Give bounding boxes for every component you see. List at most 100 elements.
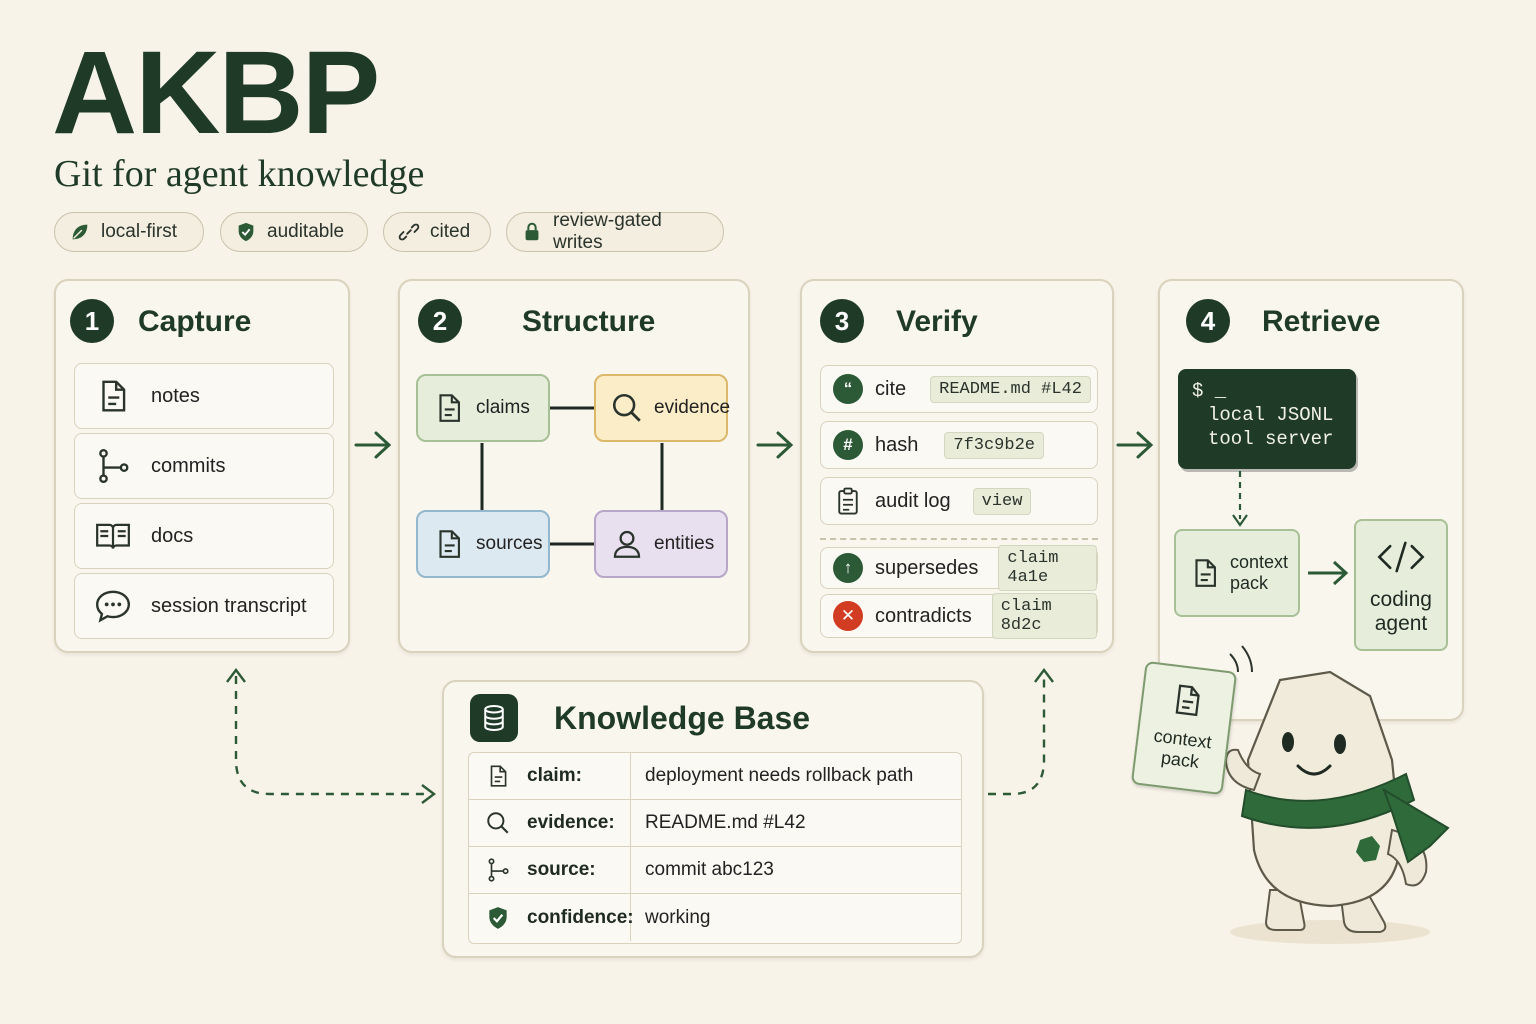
chat-bubble-icon (95, 590, 131, 623)
x-circle-icon: ✕ (833, 601, 863, 631)
step-number: 3 (820, 299, 864, 343)
capture-item-docs[interactable]: docs (74, 503, 334, 569)
capture-item-commits[interactable]: commits (74, 433, 334, 499)
audit-log-view-link[interactable]: view (972, 487, 1032, 515)
retrieve-connectors (1232, 471, 1349, 586)
search-icon (487, 812, 509, 834)
context-pack-label: context (1230, 552, 1289, 572)
kb-value: working (645, 906, 711, 928)
kb-row-source[interactable]: source: commit abc123 (469, 847, 961, 894)
document-icon (102, 380, 126, 412)
mascot-context-pack-card: context pack (1130, 660, 1238, 796)
search-icon (612, 393, 641, 422)
book-icon (96, 523, 130, 549)
capture-card: 1 Capture notes commits docs session tra… (54, 279, 350, 653)
document-icon (490, 765, 507, 787)
mascot-illustration (1224, 645, 1450, 944)
code-icon (1377, 541, 1425, 573)
kb-value: README.md #L42 (645, 812, 806, 833)
capture-item-session-transcript[interactable]: session transcript (74, 573, 334, 639)
kb-key-label: claim: (527, 765, 582, 786)
retrieve-title: Retrieve (1262, 305, 1381, 338)
kb-key-label: confidence: (527, 906, 634, 928)
node-label: entities (654, 533, 715, 554)
verify-label: contradicts (875, 604, 972, 627)
verify-divider (820, 538, 1098, 540)
arrow-verify-to-retrieve (1116, 431, 1154, 459)
verify-label: supersedes (875, 556, 979, 579)
verify-label: hash (875, 433, 919, 456)
verify-tag: 7f3c9b2e (944, 431, 1044, 459)
node-claims[interactable]: claims (416, 374, 550, 442)
kb-row-claim[interactable]: claim: deployment needs rollback path (469, 753, 961, 800)
step-number: 4 (1186, 299, 1230, 343)
document-icon (1195, 559, 1216, 587)
capture-title: Capture (138, 305, 252, 338)
verify-tag: claim 8d2c (991, 593, 1097, 639)
step-number: 2 (418, 299, 462, 343)
structure-card: 2 Structure claims evidence sources enti… (398, 279, 750, 653)
pill-label: cited (430, 221, 471, 242)
coding-agent-label: coding (1370, 588, 1432, 611)
verify-row-hash[interactable]: # hash 7f3c9b2e (820, 421, 1098, 469)
capture-item-label: notes (151, 384, 200, 407)
capture-item-label: docs (151, 524, 194, 547)
node-sources[interactable]: sources (416, 510, 550, 578)
lock-icon (525, 222, 539, 241)
structure-connectors (480, 406, 664, 546)
kb-key-label: evidence: (527, 812, 615, 833)
kb-key-label: source: (527, 859, 596, 880)
arrow-capture-to-structure (354, 431, 392, 459)
coding-agent-box[interactable]: coding agent (1354, 519, 1448, 651)
arrow-up-icon: ↑ (833, 553, 863, 583)
pill-auditable: auditable (220, 212, 368, 252)
leaf-icon (72, 224, 88, 240)
coding-agent-label: agent (1374, 612, 1428, 635)
verify-card: 3 Verify “ cite README.md #L42 # hash 7f… (800, 279, 1114, 653)
pill-label: review-gated writes (553, 210, 662, 253)
verify-row-audit-log[interactable]: audit log view (820, 477, 1098, 525)
verify-label: cite (875, 377, 907, 400)
database-icon (470, 694, 518, 742)
person-icon (613, 530, 641, 558)
git-branch-icon (488, 858, 509, 882)
quote-icon: “ (833, 374, 863, 404)
kb-value: commit abc123 (645, 859, 774, 880)
pill-cited: cited (383, 212, 491, 252)
document-icon (439, 530, 460, 558)
page-title: AKBP (52, 27, 380, 159)
kb-row-evidence[interactable]: evidence: README.md #L42 (469, 800, 961, 847)
verify-tag: README.md #L42 (930, 375, 1091, 403)
verify-tag: claim 4a1e (998, 545, 1097, 591)
node-evidence[interactable]: evidence (594, 374, 731, 442)
terminal-prompt: $ _ (1192, 380, 1227, 402)
pill-label: auditable (267, 221, 345, 242)
pill-review-gated: review-gated writes (506, 210, 724, 253)
verify-label: audit log (875, 489, 951, 512)
terminal-line: tool server (1208, 428, 1334, 450)
knowledge-base-title: Knowledge Base (554, 700, 811, 736)
verify-row-contradicts[interactable]: ✕ contradicts claim 8d2c (820, 593, 1098, 639)
node-label: claims (476, 397, 530, 418)
context-pack-box[interactable]: context pack (1174, 529, 1300, 617)
document-icon (1175, 684, 1200, 717)
node-entities[interactable]: entities (594, 510, 728, 578)
hash-icon: # (833, 430, 863, 460)
verify-row-cite[interactable]: “ cite README.md #L42 (820, 365, 1098, 413)
document-icon (439, 394, 460, 422)
step-number: 1 (70, 299, 114, 343)
git-branch-icon (99, 448, 129, 484)
knowledge-base-table: claim: deployment needs rollback path ev… (468, 752, 962, 944)
dashed-kb-verify (988, 676, 1046, 796)
knowledge-base-card: Knowledge Base claim: deployment needs r… (442, 680, 984, 958)
kb-row-confidence[interactable]: confidence: working (469, 894, 961, 941)
arrow-structure-to-verify (756, 431, 794, 459)
verify-row-supersedes[interactable]: ↑ supersedes claim 4a1e (820, 545, 1098, 591)
capture-item-label: commits (151, 454, 226, 477)
page-subtitle: Git for agent knowledge (54, 153, 425, 195)
pill-local-first: local-first (54, 212, 204, 252)
context-pack-label: pack (1230, 573, 1269, 593)
capture-item-notes[interactable]: notes (74, 363, 334, 429)
terminal-tool-server[interactable]: $ _ local JSONL tool server (1178, 369, 1356, 469)
node-label: evidence (654, 397, 731, 418)
